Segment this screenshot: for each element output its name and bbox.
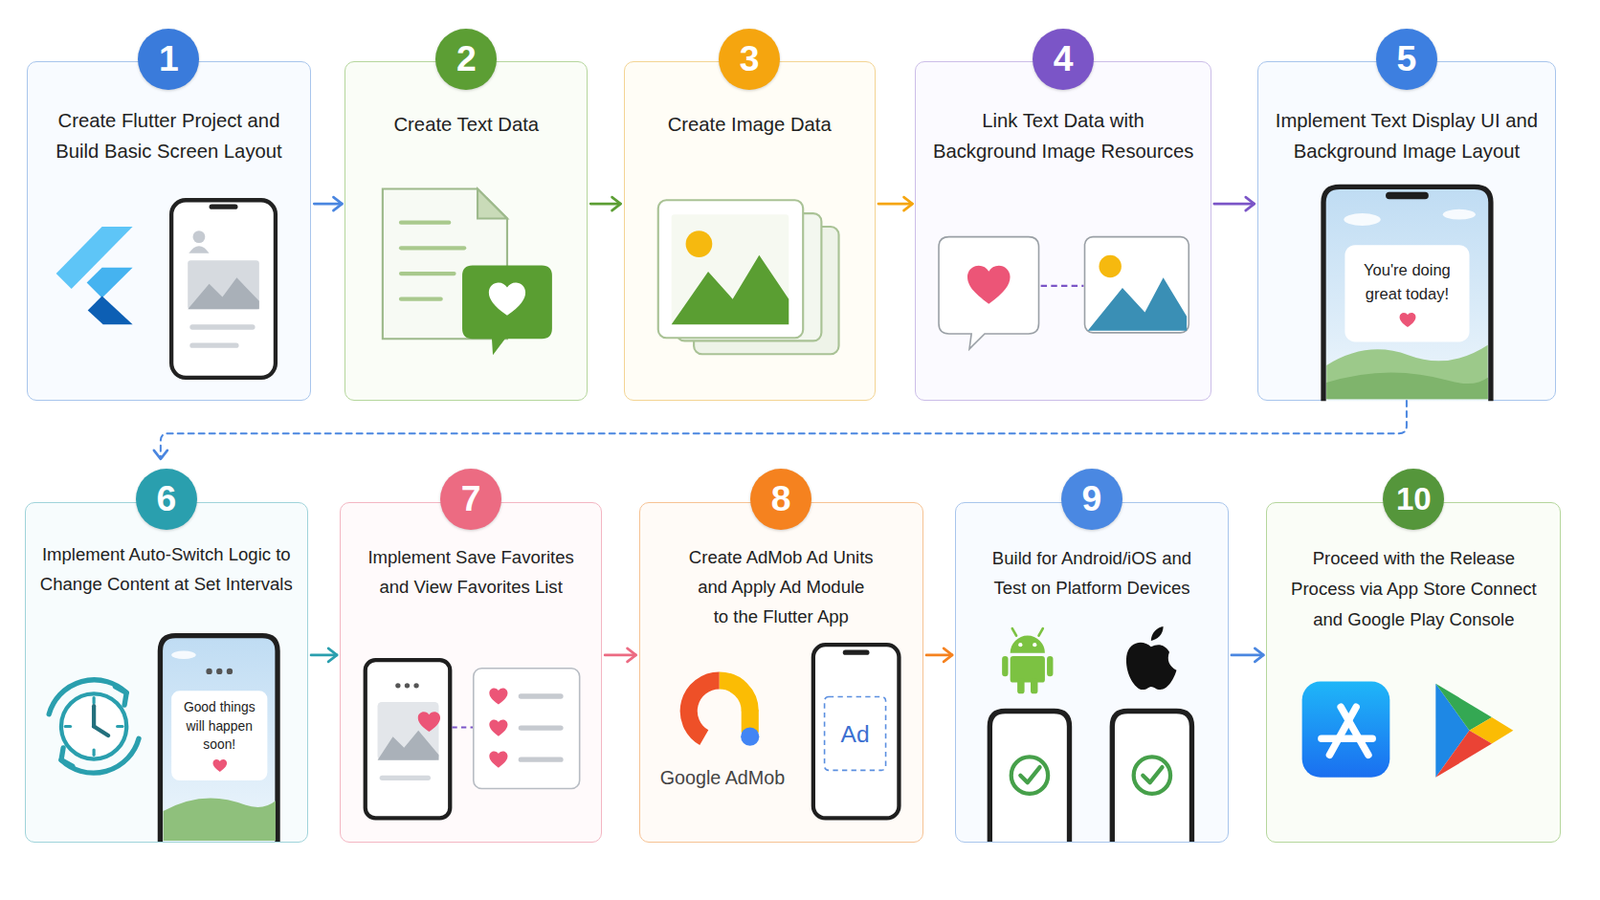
- step-title: Implement Text Display UI and Background…: [1267, 106, 1545, 168]
- ad-placeholder-text: Ad: [824, 720, 887, 750]
- flow-arrow: [878, 197, 913, 211]
- arrow-line: [604, 654, 636, 658]
- quote-text: Good things will happen soon!: [175, 698, 264, 755]
- arrow-line: [878, 202, 913, 206]
- step-card: 9Build for Android/iOS and Test on Platf…: [955, 502, 1229, 844]
- flow-arrow: [590, 197, 621, 211]
- arrow-line: [926, 654, 953, 658]
- step-number: 6: [135, 468, 198, 531]
- step-card: 10Proceed with the Release Process via A…: [1266, 502, 1561, 844]
- arrow-head: [1245, 197, 1255, 211]
- arrow-line: [1214, 202, 1255, 206]
- arrow-head: [627, 648, 637, 663]
- step-title: Create Image Data: [634, 110, 865, 141]
- arrow-head: [328, 648, 337, 663]
- quote-text: You're doing great today!: [1351, 258, 1464, 308]
- arrow-head: [903, 197, 912, 211]
- arrow-line: [313, 202, 342, 206]
- arrow-head: [333, 197, 342, 211]
- step-number: 8: [750, 468, 812, 531]
- step-number: 7: [440, 468, 502, 531]
- arrow-head: [943, 648, 953, 663]
- arrow-head: [154, 450, 168, 460]
- step-card: 8Create AdMob Ad Units and Apply Ad Modu…: [639, 502, 925, 844]
- arrow-line: [160, 400, 1407, 460]
- step-card: 7Implement Save Favorites and View Favor…: [339, 502, 602, 844]
- step-number: 4: [1032, 28, 1094, 90]
- flow-arrow: [604, 648, 636, 663]
- step-card: 6Implement Auto-Switch Logic to Change C…: [24, 502, 309, 844]
- step-number: 9: [1061, 468, 1123, 531]
- flow-arrow: [154, 400, 1407, 460]
- step-number: 2: [435, 28, 497, 90]
- arrow-line: [590, 202, 621, 206]
- step-card: 3Create Image Data: [623, 61, 876, 401]
- step-title: Implement Auto-Switch Logic to Change Co…: [35, 540, 297, 600]
- arrow-head: [1254, 648, 1264, 663]
- step-title: Link Text Data with Background Image Res…: [926, 106, 1200, 168]
- flow-arrow: [1231, 648, 1264, 663]
- step-title: Proceed with the Release Process via App…: [1277, 543, 1551, 636]
- flow-arrow: [926, 648, 953, 663]
- step-title: Create AdMob Ad Units and Apply Ad Modul…: [649, 543, 912, 633]
- step-title: Create Flutter Project and Build Basic S…: [37, 106, 300, 168]
- step-number: 3: [718, 28, 780, 90]
- step-number: 1: [137, 28, 200, 90]
- logo-wordmark: Google AdMob: [641, 767, 805, 790]
- flow-arrow: [313, 197, 342, 211]
- step-title: Create Text Data: [355, 110, 577, 141]
- step-title: Implement Save Favorites and View Favori…: [351, 543, 592, 603]
- flow-arrow: [311, 648, 337, 663]
- step-title: Build for Android/iOS and Test on Platfo…: [966, 544, 1218, 604]
- step-number: 10: [1382, 468, 1445, 531]
- arrow-head: [612, 197, 622, 211]
- step-card: 2Create Text Data: [344, 61, 588, 401]
- arrow-line: [311, 654, 337, 658]
- flow-arrow: [1214, 197, 1255, 211]
- arrow-line: [1231, 654, 1264, 658]
- step-number: 5: [1376, 28, 1438, 90]
- step-card: 5Implement Text Display UI and Backgroun…: [1257, 61, 1556, 401]
- step-card: 4Link Text Data with Background Image Re…: [914, 61, 1211, 401]
- step-card: 1Create Flutter Project and Build Basic …: [26, 61, 312, 401]
